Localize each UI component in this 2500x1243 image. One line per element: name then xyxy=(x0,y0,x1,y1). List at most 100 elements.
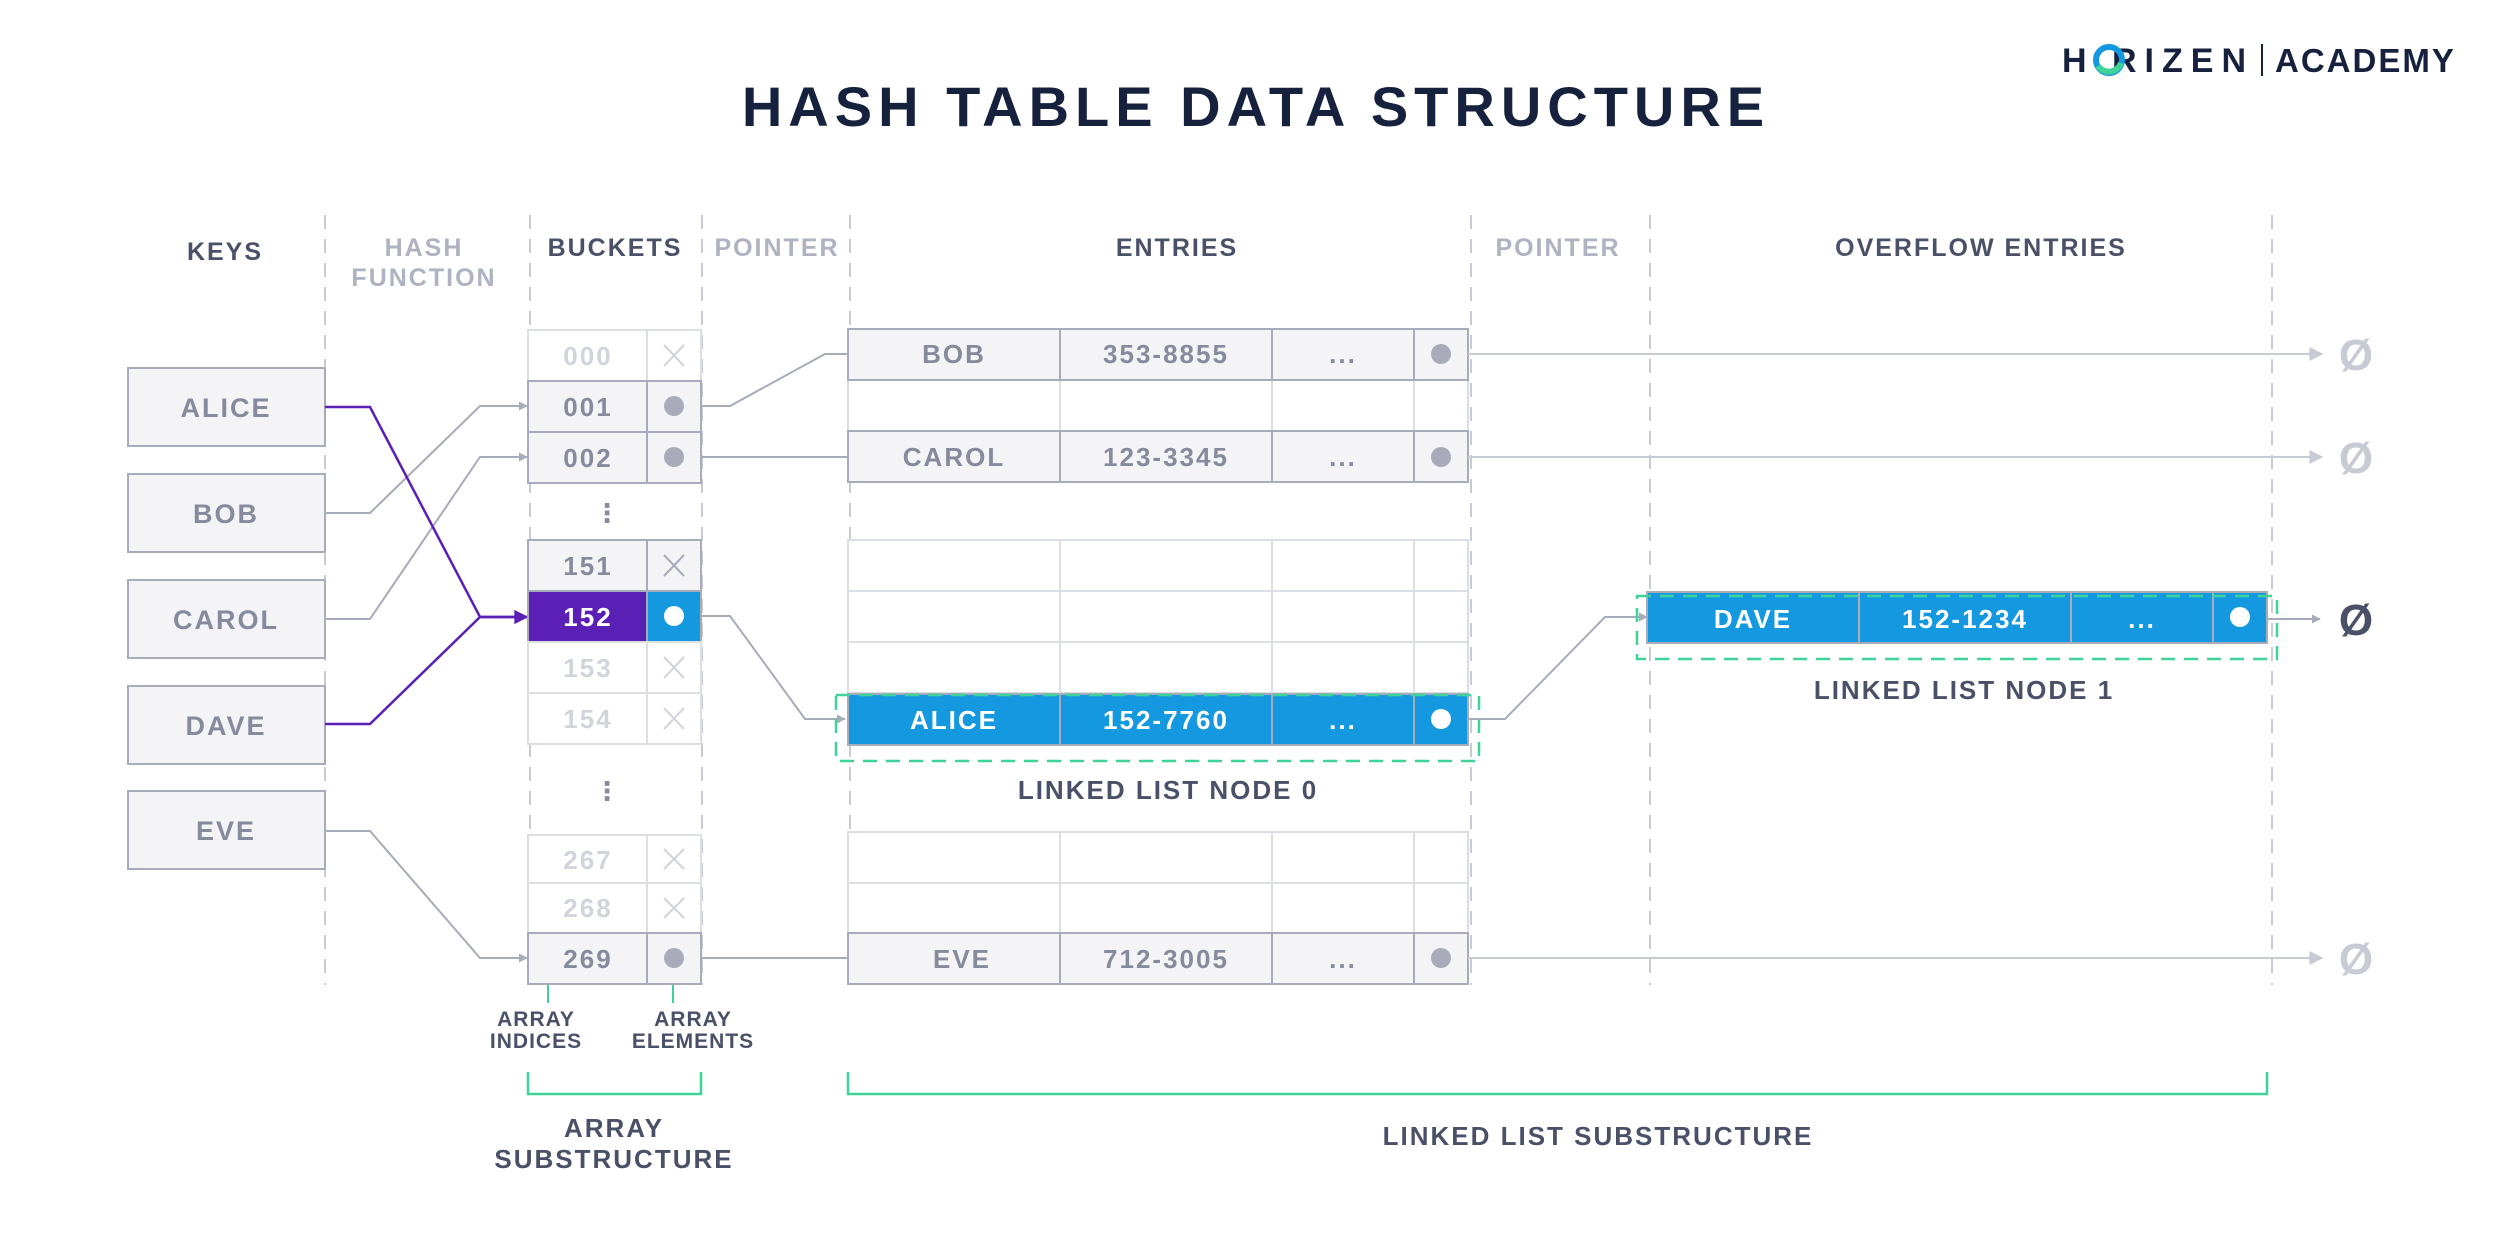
array-indices-label-line1: ARRAY xyxy=(497,1008,575,1031)
entry-row-bob: BOB 353-8855 ... xyxy=(847,328,1469,381)
pointer-dot-icon xyxy=(1431,344,1451,364)
logo-academy: ACADEMY xyxy=(2275,42,2456,79)
linked-list-node-0-outline xyxy=(834,693,1481,763)
null-cross-icon xyxy=(663,344,685,367)
pointer-dot-icon xyxy=(664,447,684,467)
hash-arrow-bob xyxy=(325,401,528,514)
pointer-dot-icon xyxy=(664,396,684,416)
array-tick-marks xyxy=(547,985,674,1003)
bucket-pointers xyxy=(701,353,848,959)
entry-phone: 123-3345 xyxy=(1103,442,1229,472)
entry-more: ... xyxy=(1329,705,1357,735)
array-substructure-label-line2: SUBSTRUCTURE xyxy=(494,1144,733,1174)
null-symbol-eve: Ø xyxy=(2339,935,2373,984)
bucket-index: 154 xyxy=(563,704,612,734)
overflow-entry-dave: DAVE 152-1234 ... xyxy=(1646,591,2268,644)
null-cross-icon xyxy=(663,848,685,870)
column-header-keys: KEYS xyxy=(187,238,263,266)
entry-row-carol: CAROL 123-3345 ... xyxy=(847,430,1469,483)
entry-phone: 712-3005 xyxy=(1103,944,1229,974)
bucket-row-268: 268 xyxy=(527,882,702,934)
bucket-index: 151 xyxy=(563,551,612,581)
bucket-index: 153 xyxy=(563,653,612,683)
pointer-152-to-alice xyxy=(701,615,846,724)
bucket-row-000: 000 xyxy=(527,329,702,382)
key-box-dave: DAVE xyxy=(127,685,326,765)
buckets-column: 000 001 002 ⋮ 151 152 xyxy=(527,329,702,985)
entry-name: EVE xyxy=(933,944,991,974)
column-header-pointer-1: POINTER xyxy=(714,234,839,262)
array-elements-label-line2: ELEMENTS xyxy=(632,1030,754,1053)
bucket-index: 001 xyxy=(563,392,612,422)
bucket-index: 152 xyxy=(563,602,612,632)
entry-phone: 152-1234 xyxy=(1902,604,2028,634)
array-elements-label-line1: ARRAY xyxy=(654,1008,732,1031)
entry-phone: 353-8855 xyxy=(1103,339,1229,369)
hash-arrow-eve xyxy=(325,830,528,963)
column-header-overflow: OVERFLOW ENTRIES xyxy=(1835,234,2127,262)
key-label: ALICE xyxy=(181,393,272,423)
horizen-academy-logo: H RIZEN ACADEMY xyxy=(2062,42,2456,80)
pointer-dot-icon xyxy=(1431,948,1451,968)
entries-column: BOB 353-8855 ... CAROL 123-3345 ... ALIC… xyxy=(834,328,1481,985)
hash-arrow-dave xyxy=(325,610,529,726)
key-box-carol: CAROL xyxy=(127,579,326,659)
array-indices-label-line2: INDICES xyxy=(490,1030,582,1053)
bucket-ellipsis-upper: ⋮ xyxy=(594,498,622,528)
entry-phone: 152-7760 xyxy=(1103,705,1229,735)
bucket-row-152: 152 xyxy=(527,590,702,643)
column-header-entries: ENTRIES xyxy=(1116,234,1238,262)
page-title: HASH TABLE DATA STRUCTURE xyxy=(742,75,1770,138)
pointer-dot-icon xyxy=(1431,447,1451,467)
null-cross-icon xyxy=(663,707,685,730)
pointer-alice-to-dave xyxy=(1468,612,1648,720)
pointer-dot-icon xyxy=(2230,607,2250,627)
key-box-alice: ALICE xyxy=(127,367,326,447)
column-header-pointer-2: POINTER xyxy=(1495,234,1620,262)
bucket-row-269: 269 xyxy=(527,932,702,985)
null-cross-icon xyxy=(663,656,685,679)
bucket-row-001: 001 xyxy=(527,380,702,433)
entry-row-eve: EVE 712-3005 ... xyxy=(847,932,1469,985)
column-header-hash-line2: FUNCTION xyxy=(351,264,496,292)
entry-name: DAVE xyxy=(1714,604,1792,634)
null-symbol-bob: Ø xyxy=(2339,331,2373,380)
pointer-dot-icon xyxy=(664,948,684,968)
bucket-row-154: 154 xyxy=(527,692,702,745)
linked-list-node-1-outline xyxy=(1635,594,2279,661)
entry-name: BOB xyxy=(922,339,986,369)
entry-pointers xyxy=(1468,347,2324,965)
entry-more: ... xyxy=(1329,442,1357,472)
entry-more: ... xyxy=(2128,604,2156,634)
bucket-index: 268 xyxy=(563,893,612,923)
bucket-row-267: 267 xyxy=(527,834,702,884)
null-cross-icon xyxy=(663,554,685,577)
keys-column: ALICE BOB CAROL DAVE EVE xyxy=(127,367,326,870)
pointer-001-to-bob xyxy=(701,353,848,407)
hash-arrow-carol xyxy=(325,452,528,620)
bucket-index: 000 xyxy=(563,341,612,371)
bucket-index: 267 xyxy=(563,845,612,875)
array-substructure-label-line1: ARRAY xyxy=(564,1113,664,1143)
entry-more: ... xyxy=(1329,944,1357,974)
bucket-index: 269 xyxy=(563,944,612,974)
null-cross-icon xyxy=(663,897,685,919)
pointer-dot-icon xyxy=(1431,709,1451,729)
key-box-eve: EVE xyxy=(127,790,326,870)
linked-list-node-1-label: LINKED LIST NODE 1 xyxy=(1814,675,2114,705)
bucket-index: 002 xyxy=(563,443,612,473)
array-substructure-bracket xyxy=(526,1072,703,1096)
bucket-row-153: 153 xyxy=(527,641,702,694)
logo-wordmark: H RIZEN xyxy=(2062,42,2254,80)
entry-row-alice: ALICE 152-7760 ... xyxy=(847,693,1469,746)
column-header-buckets: BUCKETS xyxy=(548,234,683,262)
entry-name: ALICE xyxy=(910,705,998,735)
null-symbol-carol: Ø xyxy=(2339,434,2373,483)
linked-list-node-0-label: LINKED LIST NODE 0 xyxy=(1018,775,1318,805)
bucket-ellipsis-lower: ⋮ xyxy=(594,776,622,806)
linked-list-substructure-bracket xyxy=(846,1072,2269,1096)
key-label: CAROL xyxy=(173,605,279,635)
key-label: BOB xyxy=(193,499,259,529)
entry-more: ... xyxy=(1329,339,1357,369)
